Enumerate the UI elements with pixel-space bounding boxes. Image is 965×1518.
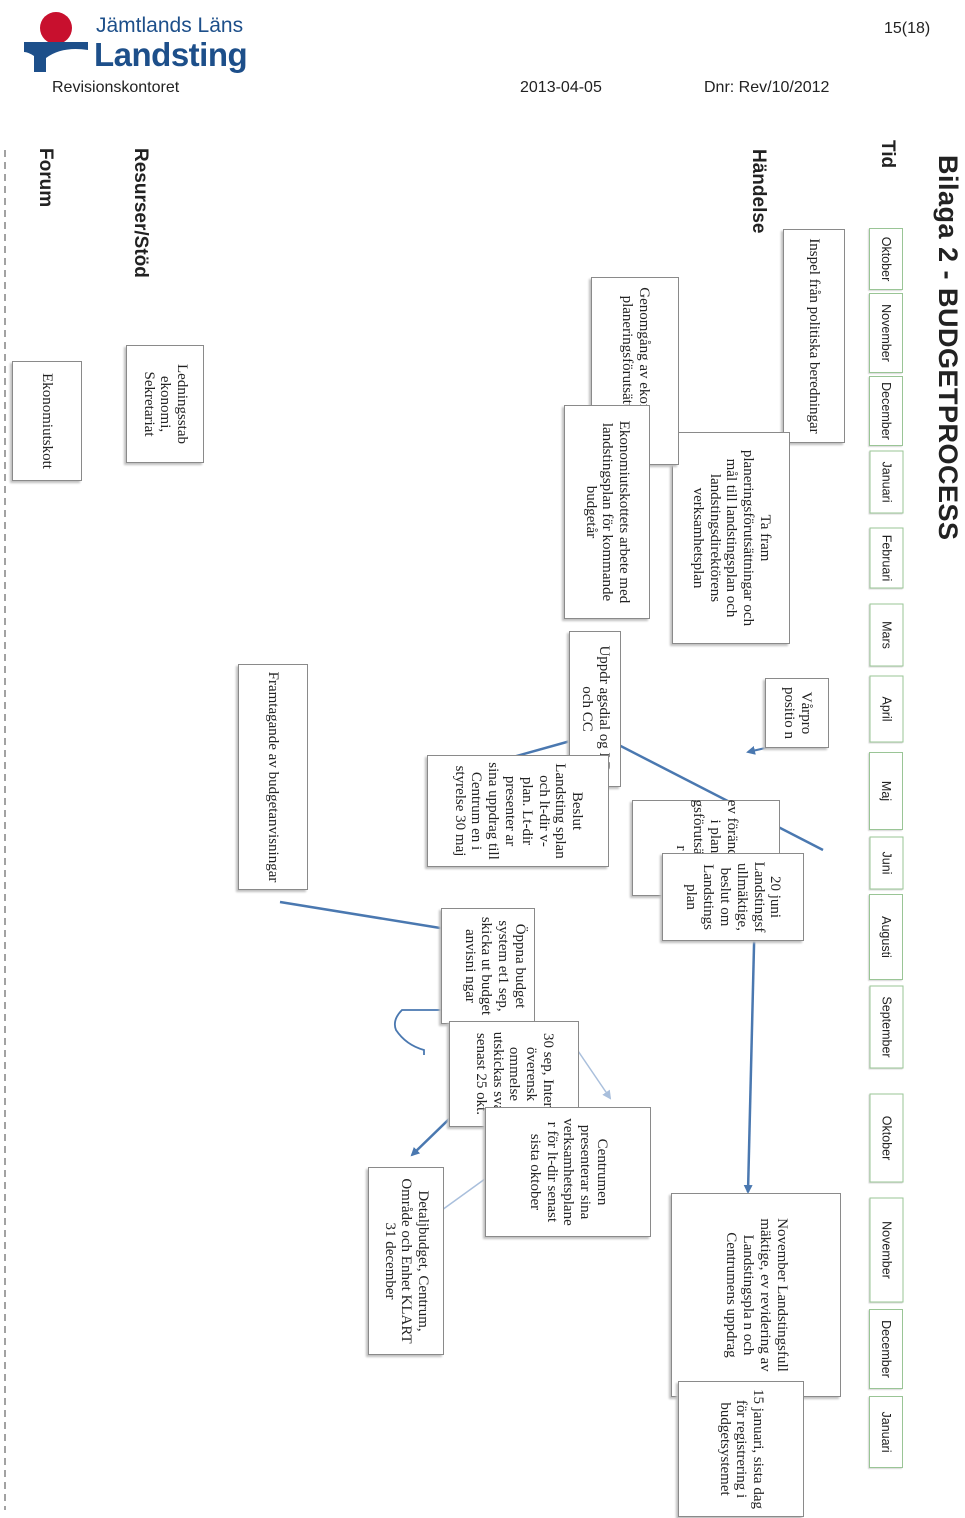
box-beslut: Beslut Landsting splan och lt-dir v-plan… [427, 755, 609, 867]
month-1: Oktober [869, 228, 903, 290]
month-12: Oktober [869, 1093, 903, 1182]
box-varpro: Vårpro positio n [765, 678, 829, 748]
box-november: November Landstingsfull mäktige, ev revi… [671, 1193, 841, 1397]
lane-label-handelse: Händelse [748, 149, 769, 234]
document-dnr: Dnr: Rev/10/2012 [704, 79, 830, 96]
logo-mark-icon [24, 12, 88, 72]
box-ekonomiutskott: Ekonomiutskott [12, 361, 82, 481]
box-inspel: Inspel från politiska beredningar [783, 229, 845, 443]
month-4: Januari [869, 450, 903, 513]
box-jan15: 15 januari, sista dag för registrering i… [678, 1381, 804, 1517]
month-8: Maj [869, 752, 903, 830]
box-juni20: 20 juni Landstingsf ullmäktige, beslut o… [662, 853, 804, 941]
box-detaljbudget: Detaljbudget, Centrum, Område och Enhet … [368, 1167, 444, 1355]
month-2: November [869, 293, 903, 373]
month-9: Juni [869, 836, 903, 889]
lane-label-resurser: Resurser/Stöd [130, 148, 151, 278]
document-date: 2013-04-05 [520, 79, 602, 96]
month-15: Januari [869, 1396, 903, 1468]
month-14: December [869, 1309, 903, 1389]
month-3: December [869, 376, 903, 446]
box-ta-fram: Ta fram planeringsförutsättningar och må… [672, 432, 790, 644]
logo-text-line1: Jämtlands Läns [96, 14, 244, 37]
month-7: April [869, 675, 903, 742]
month-6: Mars [869, 603, 903, 666]
lane-label-tid: Tid [877, 140, 898, 169]
month-10: Augusti [869, 894, 903, 980]
month-13: November [869, 1197, 903, 1302]
box-framtagande: Framtagande av budgetanvisningar [238, 664, 308, 890]
logo-text-line2: Landsting [94, 36, 248, 73]
logo: Jämtlands Läns Landsting [22, 6, 252, 78]
box-ekonomiutskottets-arbete: Ekonomiutskottets arbete med landstingsp… [564, 405, 650, 619]
arrow-sep30-to-centrumen [575, 1047, 612, 1100]
lane-label-forum: Forum [35, 148, 56, 208]
diagram-title: Bilaga 2 - BUDGETPROCESS [933, 155, 964, 541]
box-ledningsstab: Ledningsstab ekonomi, Sekretariat [126, 345, 204, 463]
month-11: September [869, 985, 903, 1068]
arrow-juni-to-november [743, 904, 757, 1194]
office-name: Revisionskontoret [52, 79, 180, 96]
month-5: Februari [869, 527, 903, 588]
box-centrumen: Centrumen presenterar sina verksamhetspl… [485, 1107, 651, 1237]
page-number: 15(18) [884, 20, 931, 37]
box-oppna: Öppna budget system et1 sep, skicka ut b… [441, 908, 535, 1024]
bracket-sep30 [393, 1009, 455, 1055]
